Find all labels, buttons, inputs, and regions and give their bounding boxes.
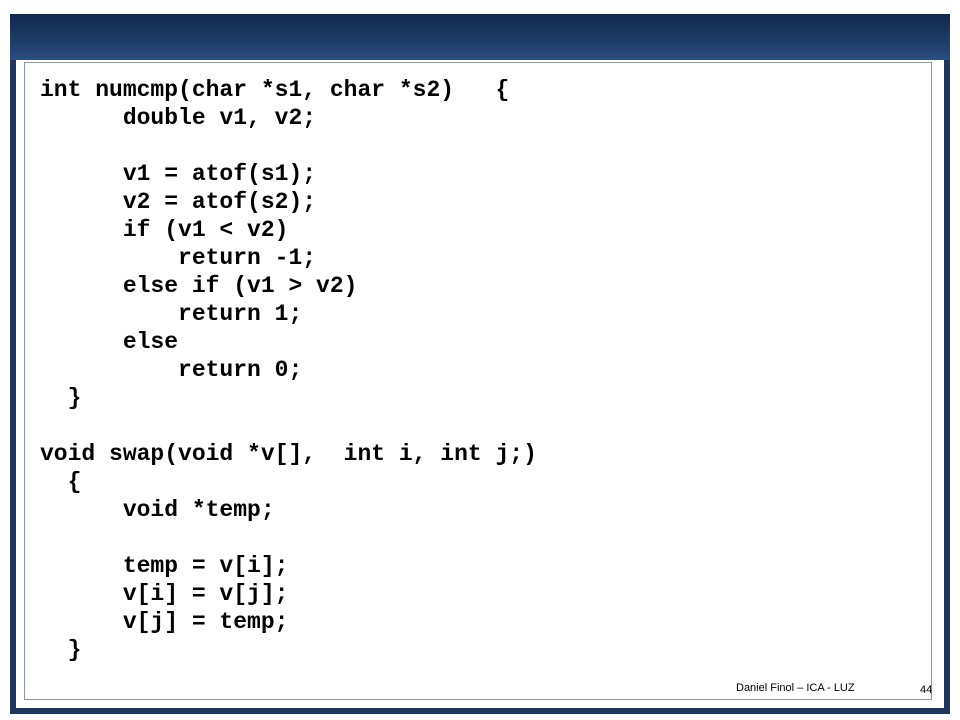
content-panel: int numcmp(char *s1, char *s2) { double … (16, 60, 944, 708)
code-line: return 1; (40, 301, 303, 327)
code-line: double v1, v2; (40, 105, 317, 131)
footer-author: Daniel Finol – ICA - LUZ (736, 682, 855, 694)
code-line: temp = v[i]; (40, 553, 289, 579)
content-border (24, 62, 932, 700)
code-line: v2 = atof(s2); (40, 189, 317, 215)
code-line: int numcmp(char *s1, char *s2) { (40, 77, 510, 103)
slide-frame: int numcmp(char *s1, char *s2) { double … (10, 14, 950, 714)
code-line (40, 524, 537, 552)
code-line: } (40, 637, 82, 663)
code-block: int numcmp(char *s1, char *s2) { double … (40, 76, 537, 664)
title-bar (10, 14, 950, 60)
code-line: v1 = atof(s1); (40, 161, 317, 187)
code-line: return 0; (40, 357, 303, 383)
code-line: else if (v1 > v2) (40, 273, 358, 299)
code-line: void *temp; (40, 497, 275, 523)
code-line: v[j] = temp; (40, 609, 289, 635)
code-line: else (40, 329, 179, 355)
code-line (40, 132, 537, 160)
slide-number: 44 (920, 684, 933, 696)
code-line: if (v1 < v2) (40, 217, 289, 243)
code-line: } (40, 385, 82, 411)
code-line: return -1; (40, 245, 317, 271)
code-line: void swap(void *v[], int i, int j;) (40, 441, 537, 467)
code-line: { (40, 469, 82, 495)
code-line (40, 412, 537, 440)
code-line: v[i] = v[j]; (40, 581, 289, 607)
